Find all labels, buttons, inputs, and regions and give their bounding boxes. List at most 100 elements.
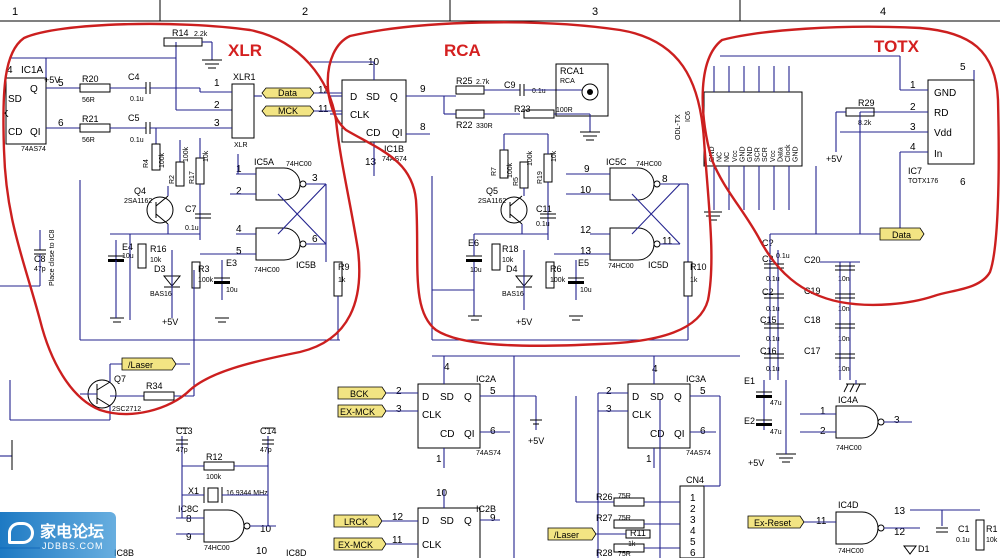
svg-text:10u: 10u [580, 287, 592, 294]
svg-text:R27: R27 [596, 513, 613, 523]
svg-text:QI: QI [30, 127, 41, 138]
svg-text:74AS74: 74AS74 [686, 450, 711, 457]
cn4-connector[interactable] [679, 485, 705, 558]
svg-text:In: In [934, 149, 942, 160]
svg-text:1: 1 [690, 493, 696, 504]
net-flag-mck [261, 105, 315, 117]
ic6-pin-label: GND [747, 146, 754, 162]
svg-text:2: 2 [690, 504, 696, 515]
svg-text:CLK: CLK [422, 410, 442, 421]
svg-text:10k: 10k [551, 150, 558, 162]
svg-text:5: 5 [690, 537, 696, 548]
svg-text:Q5: Q5 [486, 186, 498, 196]
svg-text:8: 8 [420, 122, 426, 133]
svg-text:11: 11 [318, 104, 329, 115]
svg-text:2: 2 [396, 386, 402, 397]
svg-text:IC5A: IC5A [254, 157, 274, 167]
rca1-connector[interactable] [555, 63, 609, 117]
svg-text:R21: R21 [82, 114, 99, 124]
svg-text:C9: C9 [504, 80, 516, 90]
svg-text:C5: C5 [128, 113, 140, 123]
svg-text:C?: C? [762, 238, 774, 248]
svg-text:SD: SD [8, 94, 22, 105]
svg-text:10: 10 [436, 488, 448, 499]
svg-text:Q7: Q7 [114, 374, 126, 384]
svg-text:13: 13 [365, 157, 377, 168]
nand-gate-ic5a [255, 167, 301, 201]
resistor-r4 [151, 143, 161, 171]
svg-text:10n: 10n [838, 366, 850, 373]
ic3a-flipflop [627, 383, 691, 449]
svg-text:0.1u: 0.1u [766, 366, 780, 373]
svg-text:CLK: CLK [350, 110, 370, 121]
svg-text:47p: 47p [260, 447, 272, 454]
svg-text:SD: SD [440, 392, 454, 403]
svg-text:C11: C11 [536, 204, 552, 214]
svg-text:3: 3 [396, 404, 402, 415]
svg-text:0.1u: 0.1u [185, 225, 199, 232]
xlr1-connector[interactable] [231, 83, 255, 139]
svg-text:R16: R16 [150, 244, 167, 254]
svg-text:10n: 10n [838, 336, 850, 343]
ic6-pin-label: Vcc [770, 150, 777, 162]
ic6-pin-label: NC [724, 152, 731, 162]
svg-text:2SC2712: 2SC2712 [112, 406, 141, 413]
svg-text:Vdd: Vdd [934, 128, 952, 139]
net-flag-data-out [879, 227, 925, 241]
svg-text:2.2k: 2.2k [194, 31, 208, 38]
svg-text:5: 5 [58, 78, 64, 89]
svg-text:C17: C17 [804, 346, 821, 356]
svg-text:6: 6 [960, 177, 966, 188]
svg-text:E2: E2 [744, 416, 755, 426]
svg-text:IC1B: IC1B [384, 144, 404, 154]
svg-text:1: 1 [820, 406, 826, 417]
svg-text:R12: R12 [206, 452, 223, 462]
svg-text:8.2k: 8.2k [858, 120, 872, 127]
svg-text:IC2B: IC2B [476, 504, 496, 514]
resistor-r18 [491, 243, 501, 271]
svg-text:XLR1: XLR1 [233, 72, 256, 82]
svg-text:10k: 10k [502, 257, 514, 264]
svg-text:2: 2 [910, 102, 916, 113]
net-flag-data [261, 87, 315, 99]
svg-text:Q4: Q4 [134, 186, 146, 196]
svg-text:13: 13 [580, 246, 592, 257]
svg-text:5: 5 [700, 386, 706, 397]
svg-text:74HC00: 74HC00 [254, 267, 280, 274]
svg-text:74HC00: 74HC00 [636, 161, 662, 168]
svg-text:C3: C3 [762, 254, 774, 264]
svg-text:47u: 47u [770, 400, 782, 407]
svg-text:16.9344 MHz: 16.9344 MHz [226, 490, 268, 497]
ic1a-name: IC1A [21, 65, 44, 76]
svg-text:D4: D4 [506, 264, 518, 274]
svg-text:C15: C15 [760, 315, 777, 325]
ic6-pin-label: GND [793, 146, 800, 162]
nand-gate-ic5b [255, 227, 301, 261]
svg-text:C13: C13 [176, 426, 193, 436]
supply-label: +5V [44, 75, 60, 85]
svg-text:3: 3 [910, 122, 916, 133]
svg-text:TOTX176: TOTX176 [908, 178, 938, 185]
svg-text:4: 4 [690, 526, 696, 537]
transistor-q5 [500, 196, 528, 224]
svg-text:C7: C7 [185, 204, 197, 214]
svg-text:+5V: +5V [748, 458, 764, 468]
svg-text:Data: Data [892, 230, 911, 240]
watermark-icon [8, 522, 34, 544]
svg-text:R18: R18 [502, 244, 519, 254]
resistor-r3 [191, 261, 201, 289]
svg-text:6: 6 [690, 548, 696, 558]
net-flag-laser [121, 357, 177, 371]
net-flag-lrck [333, 514, 383, 528]
svg-text:/Laser: /Laser [554, 530, 579, 540]
svg-text:9: 9 [490, 513, 496, 524]
svg-text:47p: 47p [176, 447, 188, 454]
svg-text:Q: Q [674, 392, 682, 403]
ic7-totx176 [927, 79, 975, 165]
svg-text:10k: 10k [203, 150, 210, 162]
svg-text:1: 1 [436, 454, 442, 465]
svg-text:0.1u: 0.1u [766, 306, 780, 313]
svg-text:100k: 100k [507, 162, 514, 178]
svg-text:11: 11 [392, 535, 403, 546]
column-label: 4 [880, 6, 886, 18]
